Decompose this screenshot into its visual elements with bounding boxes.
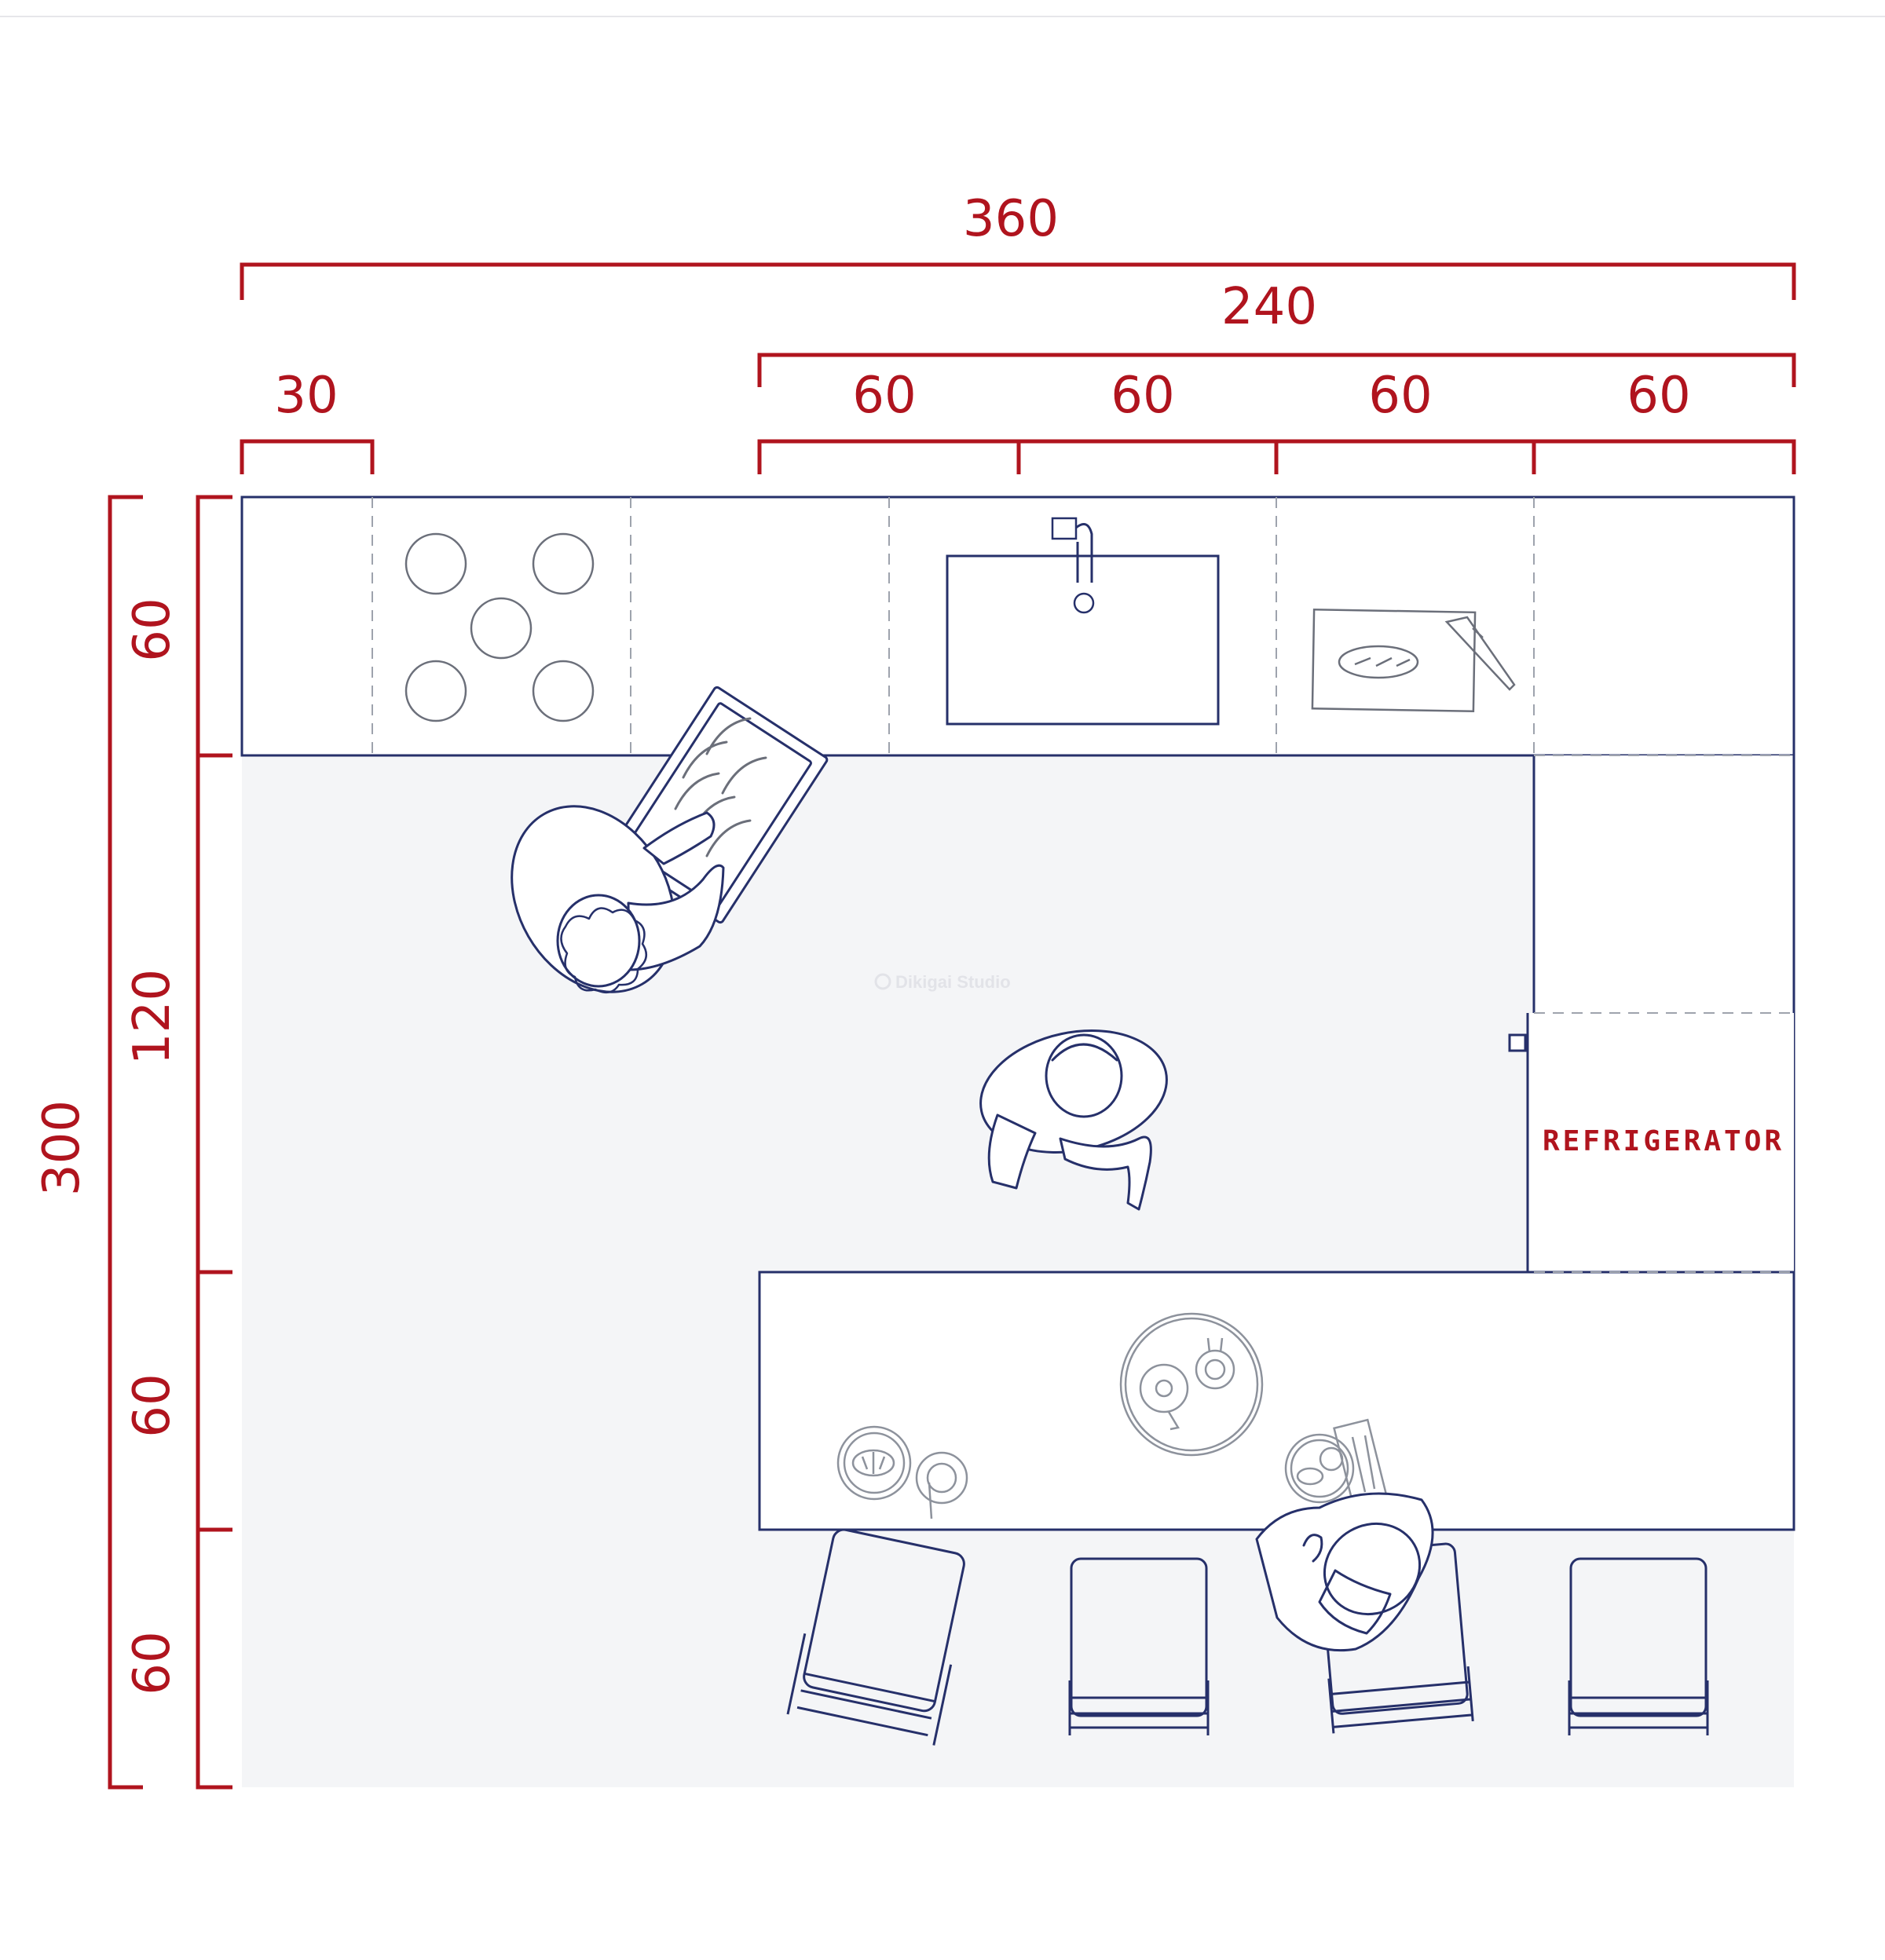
board-icon [1311, 608, 1477, 713]
dim-line-modules [757, 439, 1796, 474]
room-structure [240, 495, 1795, 1787]
dimension-lines [108, 262, 1796, 1790]
dim-line-left-segment [240, 439, 375, 474]
refrigerator-handle [1508, 1033, 1527, 1052]
person-head [1045, 1033, 1123, 1118]
stool [1568, 1557, 1709, 1735]
dim-total-height: 300 [33, 1100, 91, 1196]
coffee-cup-icon [915, 1451, 968, 1505]
dim-line-total-height [108, 495, 143, 1790]
dim-row-1: 60 [123, 598, 181, 661]
island-counter [758, 1271, 1795, 1531]
chef-head [556, 894, 641, 988]
dim-row-2: 120 [123, 969, 181, 1065]
dim-row-3: 60 [123, 1373, 181, 1437]
dim-row-4: 60 [123, 1631, 181, 1695]
watermark-logo-icon [874, 973, 891, 990]
faucet-icon [1075, 523, 1093, 583]
teapot-icon [1139, 1363, 1189, 1413]
stool [1068, 1557, 1210, 1735]
stove-burners [404, 532, 595, 722]
plate-icon [836, 1425, 912, 1501]
chef-with-tray [511, 686, 829, 994]
watermark-text: Dikigai Studio [895, 972, 1011, 992]
dimension-values: 360 240 30 60 60 60 60 300 60 120 60 60 [33, 190, 1691, 1695]
croissant-icon [851, 1449, 895, 1477]
burner [532, 660, 595, 722]
dim-line-total-width [240, 262, 1796, 300]
stools [786, 1528, 1709, 1746]
cutting-board [1311, 608, 1516, 713]
refrigerator-box [1528, 1013, 1794, 1272]
refrigerator-label: REFRIGERATOR [1543, 1125, 1784, 1157]
table-items [836, 1312, 1388, 1519]
sink-basin [946, 554, 1220, 726]
diner-head [1323, 1522, 1422, 1616]
burner [404, 532, 467, 595]
drain-icon [1073, 592, 1095, 614]
breakfast-plate-icon [1284, 1433, 1355, 1504]
people [511, 686, 1434, 1652]
dim-module-4: 60 [1627, 367, 1690, 425]
dim-module-2: 60 [1111, 367, 1174, 425]
knife-icon [1444, 616, 1516, 691]
faucet-base [1051, 517, 1078, 540]
cup-icon [1195, 1349, 1235, 1390]
dim-left-segment: 30 [274, 367, 338, 425]
standing-person [979, 1029, 1168, 1211]
dim-module-1: 60 [852, 367, 916, 425]
stool [786, 1528, 965, 1746]
dim-line-rows [196, 495, 232, 1790]
dim-line-right-span [757, 353, 1796, 387]
seated-diner [1255, 1492, 1434, 1652]
fork-icon [1351, 1435, 1376, 1493]
burner [404, 660, 467, 722]
burner [532, 532, 595, 595]
top-divider [0, 16, 1885, 17]
bread-icon [1338, 645, 1419, 679]
watermark: Dikigai Studio [874, 972, 1011, 992]
dim-module-3: 60 [1368, 367, 1432, 425]
burner [470, 597, 533, 660]
back-counter [240, 495, 1795, 757]
dim-right-span: 240 [1221, 278, 1317, 336]
sink [946, 517, 1220, 726]
dim-total-width: 360 [963, 190, 1059, 248]
serving-tray-icon [1119, 1312, 1264, 1457]
module-dividers [372, 497, 1794, 1273]
